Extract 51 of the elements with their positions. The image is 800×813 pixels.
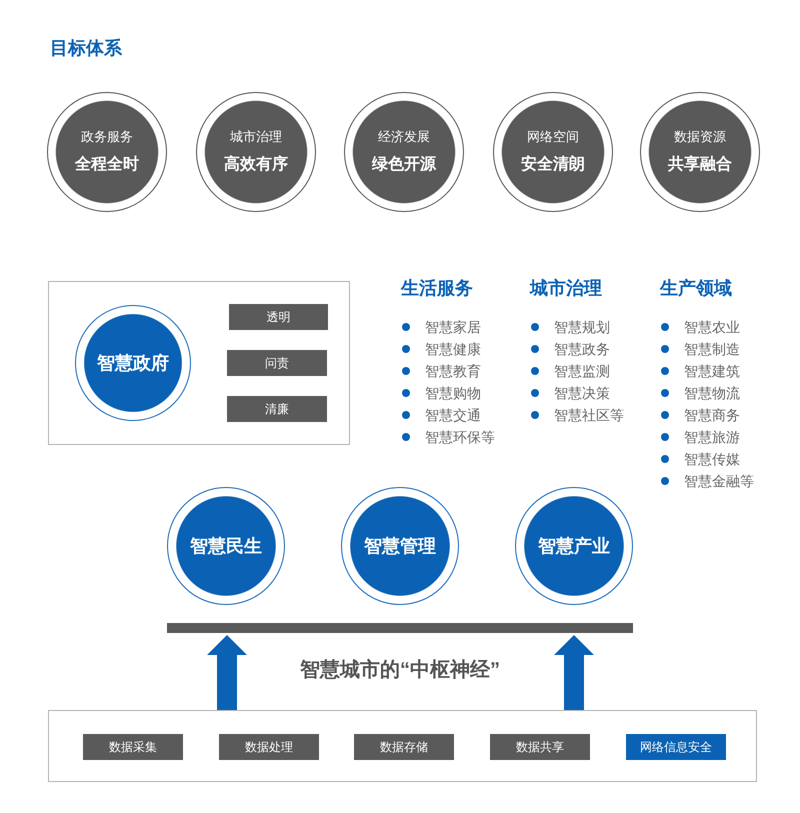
- module-tag: 数据存储: [354, 734, 454, 760]
- module-tag: 数据处理: [219, 734, 319, 760]
- goal-text: 安全清朗: [521, 155, 585, 175]
- foundation-panel: [48, 710, 757, 782]
- module-tag: 数据采集: [83, 734, 183, 760]
- list-item-text: 智慧传媒: [684, 450, 740, 468]
- list-item-text: 智慧建筑: [684, 362, 740, 380]
- list-item-text: 智慧决策: [554, 384, 610, 402]
- goal-category: 政务服务: [81, 129, 133, 145]
- list-item-text: 智慧商务: [684, 406, 740, 424]
- government-panel: [48, 281, 350, 445]
- tagline-text: 智慧城市的“中枢神经”: [298, 658, 501, 683]
- goal-text: 绿色开源: [372, 155, 436, 175]
- list-item-text: 智慧规划: [554, 318, 610, 336]
- list-item-text: 智慧健康: [425, 340, 481, 358]
- list-item-text: 智慧教育: [425, 362, 481, 380]
- list-item-text: 智慧购物: [425, 384, 481, 402]
- circle-title: 智慧产业: [538, 535, 610, 557]
- column-heading: 城市治理: [530, 277, 602, 299]
- value-tag: 清廉: [227, 396, 327, 422]
- module-tag: 网络信息安全: [626, 734, 726, 760]
- list-item-text: 智慧交通: [425, 406, 481, 424]
- value-tag: 透明: [229, 304, 328, 330]
- module-tag: 数据共享: [490, 734, 590, 760]
- list-item-text: 智慧金融等: [684, 472, 754, 490]
- list-item-text: 智慧制造: [684, 340, 740, 358]
- block-arrow: [554, 635, 594, 710]
- circle-title: 智慧政府: [97, 352, 169, 374]
- list-item-text: 智慧社区等: [554, 406, 624, 424]
- goal-text: 共享融合: [668, 155, 732, 175]
- list-item-text: 智慧农业: [684, 318, 740, 336]
- list-item-text: 智慧政务: [554, 340, 610, 358]
- goal-category: 网络空间: [527, 129, 579, 145]
- column-heading: 生产领域: [660, 277, 732, 299]
- list-item-text: 智慧家居: [425, 318, 481, 336]
- goal-category: 城市治理: [230, 129, 282, 145]
- goal-text: 高效有序: [224, 155, 288, 175]
- goal-category: 经济发展: [378, 129, 430, 145]
- value-tag: 问责: [227, 350, 327, 376]
- section-title: 目标体系: [50, 37, 122, 60]
- list-item-text: 智慧监测: [554, 362, 610, 380]
- goal-text: 全程全时: [75, 155, 139, 175]
- list-item-text: 智慧旅游: [684, 428, 740, 446]
- base-bar: [167, 623, 633, 633]
- circle-title: 智慧管理: [364, 535, 436, 557]
- goal-category: 数据资源: [674, 129, 726, 145]
- circle-title: 智慧民生: [190, 535, 262, 557]
- list-item-text: 智慧环保等: [425, 428, 495, 446]
- column-heading: 生活服务: [401, 277, 473, 299]
- list-item-text: 智慧物流: [684, 384, 740, 402]
- block-arrow: [207, 635, 247, 710]
